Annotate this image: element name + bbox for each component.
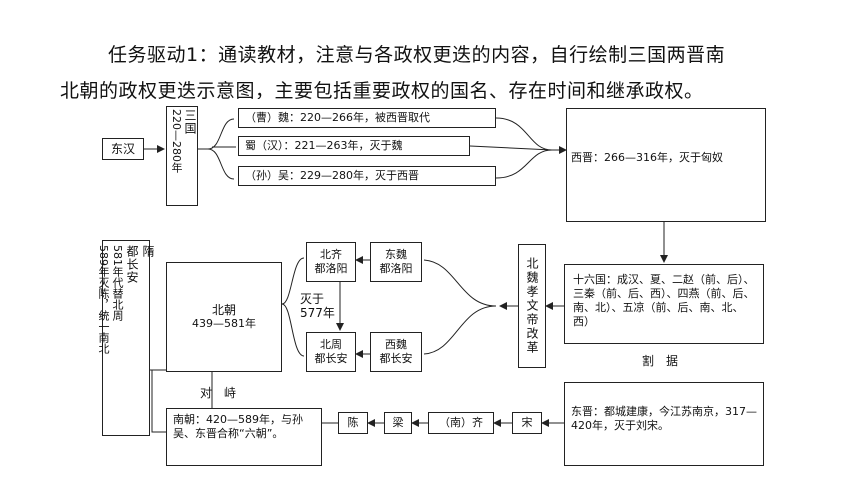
box-wu: （孙）吴：229—280年，灭于西晋 — [238, 166, 496, 186]
label-miewu-1: 灭于 — [300, 292, 325, 306]
task-heading-line2: 北朝的政权更迭示意图，主要包括重要政权的国名、存在时间和继承政权。 — [60, 80, 704, 99]
box-liang: 梁 — [384, 412, 412, 434]
box-dongjin: 东晋：都城建康，今江苏南京，317—420年，灭于刘宋。 — [564, 382, 764, 466]
box-beiwei-reform: 北魏孝文帝改革 — [518, 244, 546, 368]
box-shiliuguo: 十六国：成汉、夏、二赵（前、后）、三秦（前、后、西）、四燕（前、后、南、北）、五… — [564, 264, 764, 344]
box-donghan: 东汉 — [102, 138, 144, 160]
brace-beiwei-split — [423, 259, 497, 355]
box-beizhou: 北周 都长安 — [306, 332, 356, 372]
label-duizhi: 对 峙 — [200, 386, 237, 400]
box-qi: （南）齐 — [428, 412, 494, 434]
box-chen: 陈 — [338, 412, 368, 434]
box-sui: 隋 都长安 581年代替北周 589年灭陈，统一南北 — [97, 240, 155, 436]
beichao-years: 439—581年 — [192, 317, 256, 330]
box-sanguo: 三国 220—280年 — [166, 106, 198, 206]
box-xijin: 西晋：266—316年，灭于匈奴 — [566, 108, 766, 222]
brace-to-xijin — [469, 117, 553, 179]
label-miewu: 灭于 577年 — [300, 292, 335, 320]
sui-col2: 581年代替北周 — [111, 245, 124, 321]
sui-title-col: 隋 都长安 — [124, 245, 156, 435]
sanguo-title: 三国 — [183, 109, 197, 135]
box-wei: （曹）魏：220—266年，被西晋取代 — [238, 108, 496, 128]
sui-title: 隋 — [141, 245, 155, 258]
line-nanchao-sui — [151, 370, 166, 433]
box-nanchao: 南朝：420—589年，与孙吴、东晋合称“六朝”。 — [166, 408, 322, 466]
sui-col3: 589年灭陈，统一南北 — [97, 245, 110, 354]
beiwei-reform-text: 北魏孝文帝改革 — [525, 257, 539, 355]
box-shu: 蜀（汉）：221—263年，灭于魏 — [238, 136, 470, 156]
box-beichao: 北朝 439—581年 — [166, 262, 282, 372]
brace-sanguo — [196, 118, 236, 180]
box-song: 宋 — [512, 412, 542, 434]
sanguo-years: 220—280年 — [170, 109, 183, 173]
label-geju: 割 据 — [642, 354, 679, 368]
box-beiqi: 北齐 都洛阳 — [306, 242, 356, 282]
box-dongwei: 东魏 都洛阳 — [370, 242, 422, 282]
sui-capital: 都长安 — [125, 245, 139, 284]
box-xiwei: 西魏 都长安 — [370, 332, 422, 372]
label-miewu-2: 577年 — [300, 306, 335, 320]
beichao-title: 北朝 — [211, 303, 236, 317]
brace-beichao — [281, 257, 305, 357]
task-heading-line1: 任务驱动1：通读教材，注意与各政权更迭的内容，自行绘制三国两晋南 — [108, 44, 726, 66]
